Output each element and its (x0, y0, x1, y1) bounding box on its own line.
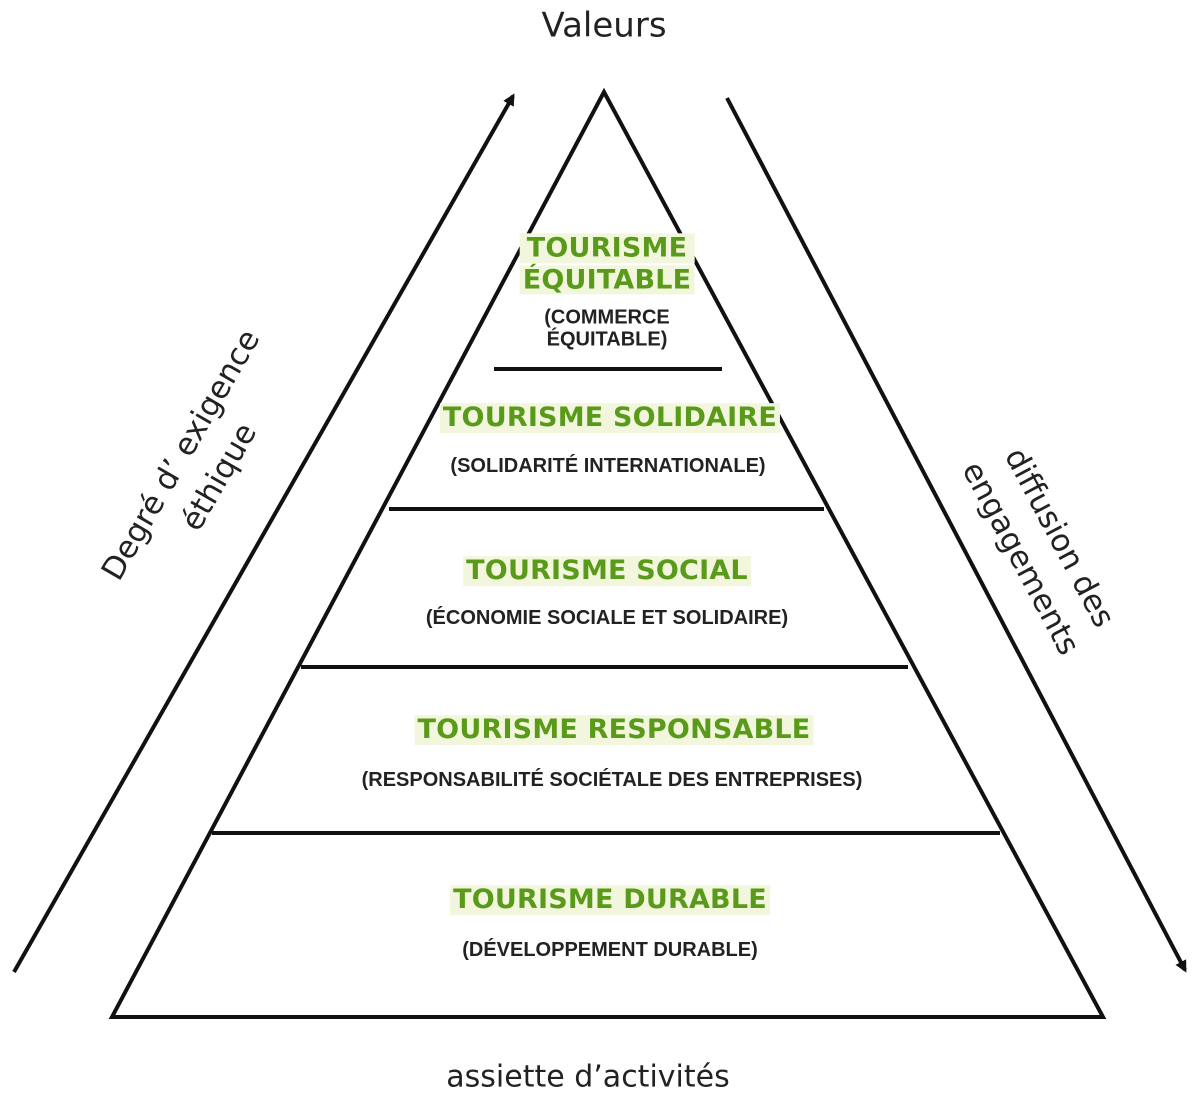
tier-durable-title: TOURISME DURABLE (450, 885, 770, 915)
top-label: Valeurs (541, 5, 667, 46)
tier-responsable-subtitle: (RESPONSABILITÉ SOCIÉTALE DES ENTREPRISE… (361, 769, 863, 791)
tier-responsable-title: TOURISME RESPONSABLE (414, 715, 814, 745)
tier-equitable: TOURISME ÉQUITABLE (COMMERCE ÉQUITABLE) (519, 233, 695, 351)
tier-social-title: TOURISME SOCIAL (463, 556, 751, 586)
pyramid-outline (108, 87, 1107, 1019)
tier-solidaire-title: TOURISME SOLIDAIRE (439, 403, 781, 433)
tier-solidaire-subtitle: (SOLIDARITÉ INTERNATIONALE) (450, 455, 766, 477)
tier-durable-subtitle: (DÉVELOPPEMENT DURABLE) (462, 939, 758, 961)
tier-equitable-title-line1: TOURISME (519, 233, 695, 263)
tier-equitable-subtitle-line1: (COMMERCE (544, 306, 670, 329)
tier-social-subtitle: (ÉCONOMIE SOCIALE ET SOLIDAIRE) (425, 607, 789, 629)
left-arrow (12, 93, 515, 973)
tier-equitable-subtitle-line2: ÉQUITABLE) (546, 328, 668, 351)
right-arrow (725, 97, 1187, 973)
tier-equitable-title-line2: ÉQUITABLE (519, 265, 695, 295)
bottom-label: assiette d’activités (446, 1059, 730, 1095)
